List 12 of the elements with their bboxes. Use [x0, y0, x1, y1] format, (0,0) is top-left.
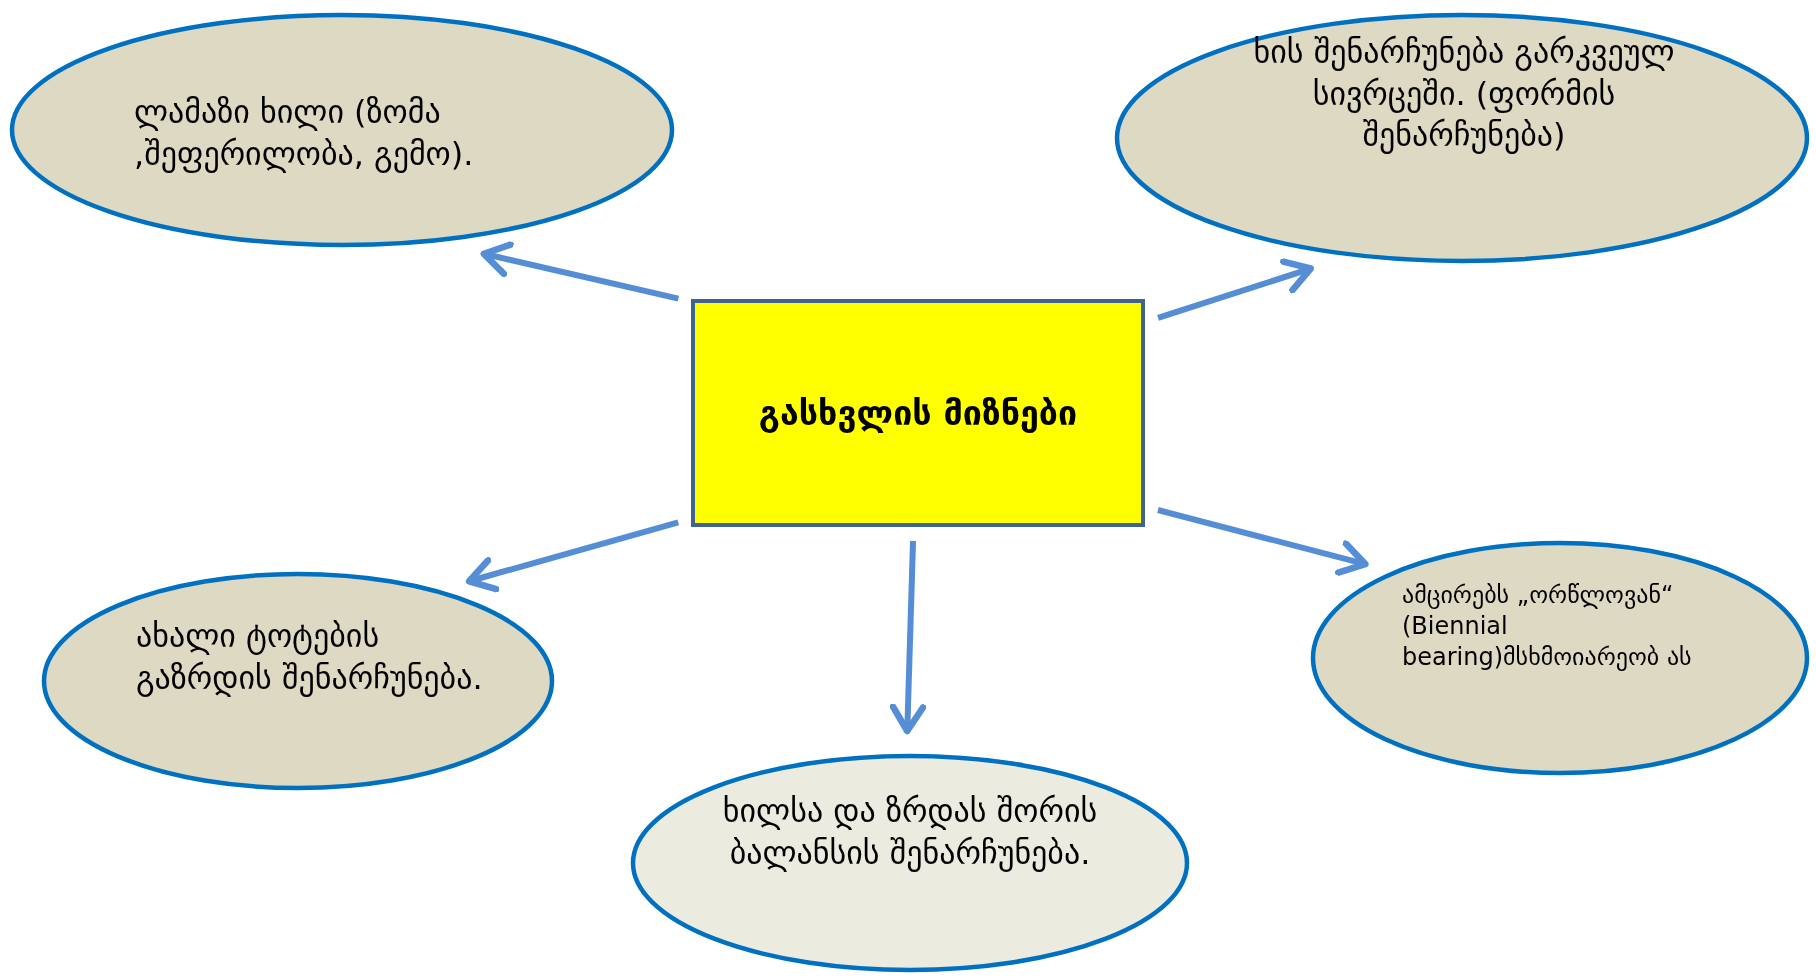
- title-text: გასხვლის მიზნები: [758, 393, 1078, 433]
- arrow: [889, 540, 927, 735]
- node-text: ახალი ტოტების გაზრდის შენარჩუნება.: [136, 616, 484, 699]
- node-text: ხის შენარჩუნება გარკვეულ სივრცეში. (ფორმის შენარჩუნება): [1252, 32, 1676, 157]
- goal-box: [691, 299, 1145, 527]
- arrow: [465, 519, 680, 593]
- node-text: ამცირებს „ორწლოვან“ (Biennial bearing)მსხმოიარეობ ას: [1402, 580, 1693, 674]
- arrow: [1157, 507, 1369, 576]
- arrow: [480, 241, 680, 302]
- arrow: [1157, 258, 1314, 321]
- node-text: ლამაზი ხილი (ზომა ,შეფერილობა, გემო).: [134, 92, 475, 175]
- node-text: ხილსა და ზრდას შორის ბალანსის შენარჩუნება.: [721, 791, 1099, 874]
